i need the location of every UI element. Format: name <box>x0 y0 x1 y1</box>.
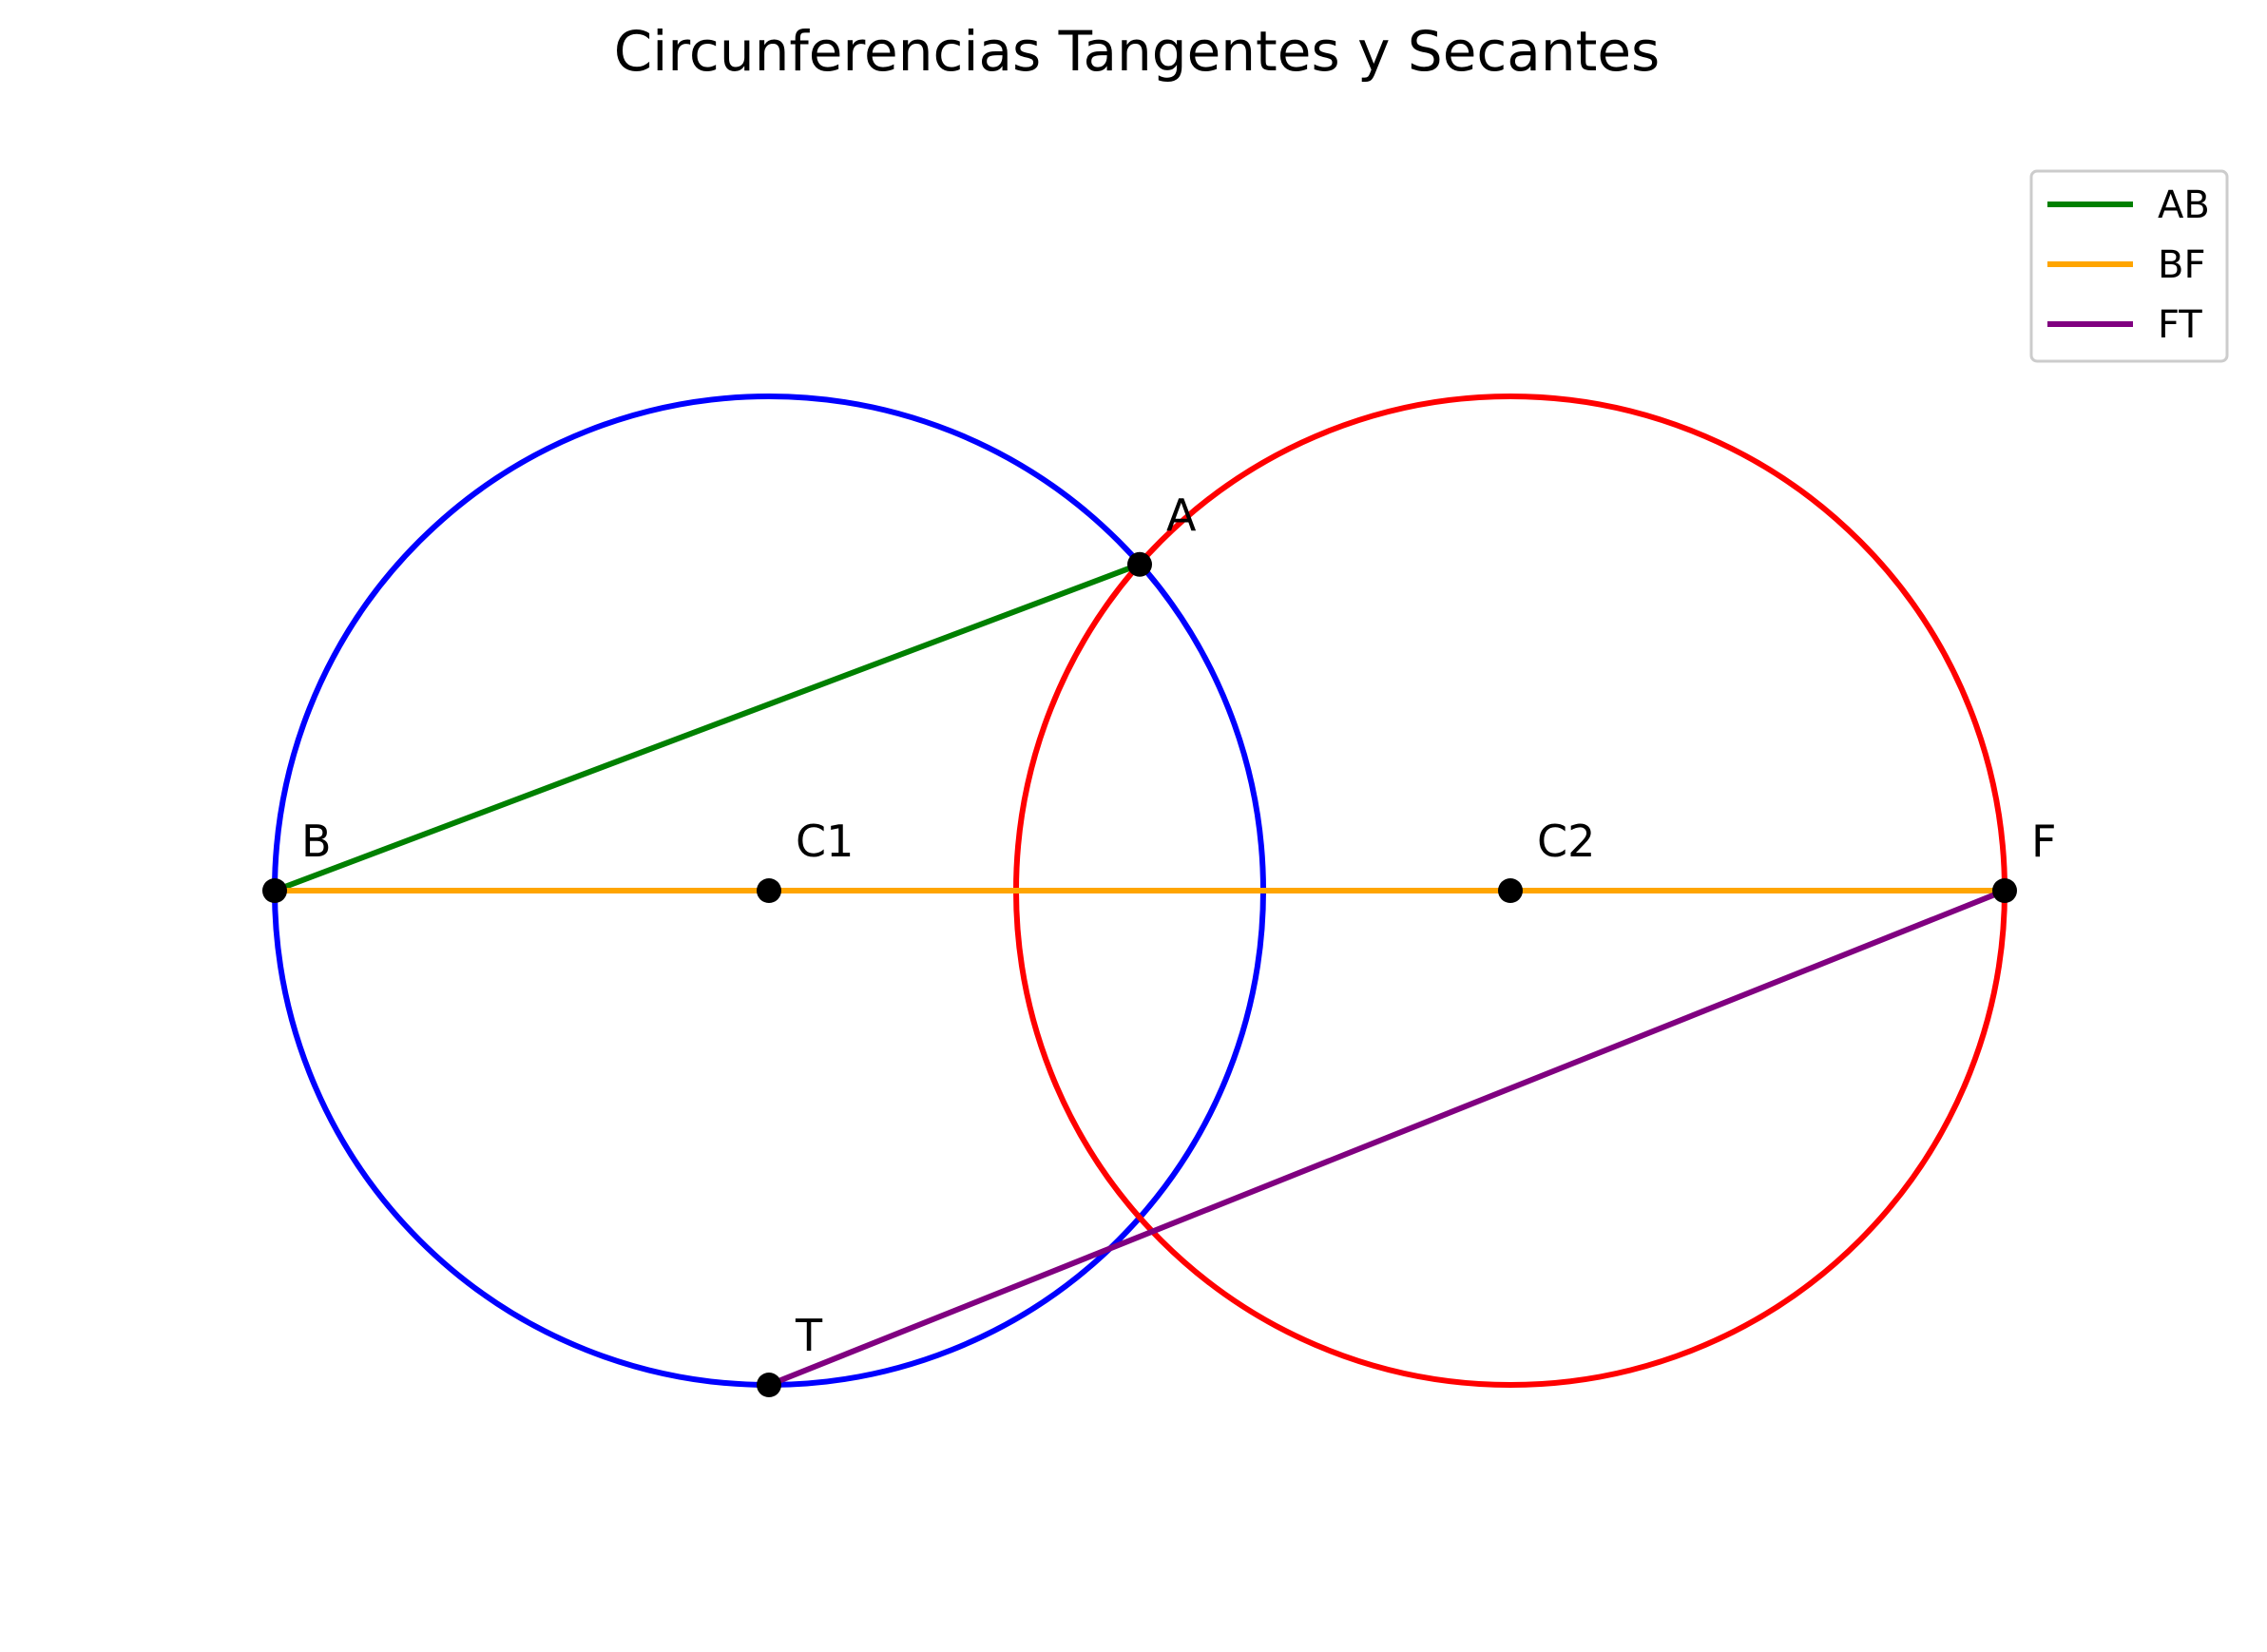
point-A <box>1127 551 1152 577</box>
point-T <box>757 1373 781 1397</box>
point-label-C2: C2 <box>1537 816 1595 867</box>
diagram-title: Circunferencias Tangentes y Secantes <box>614 19 1660 84</box>
points-layer <box>262 551 2017 1397</box>
legend: AB BF FT <box>2029 169 2229 363</box>
point-C1 <box>757 878 781 903</box>
point-label-T: T <box>795 1310 823 1361</box>
segment-FT <box>765 887 2008 1389</box>
legend-label-FT: FT <box>2158 303 2202 347</box>
point-label-B: B <box>301 816 332 867</box>
point-labels-layer: A B C1 C2 F T <box>301 490 2056 1361</box>
legend-label-BF: BF <box>2158 243 2205 287</box>
point-label-C1: C1 <box>796 816 854 867</box>
point-F <box>1992 878 2017 903</box>
point-label-F: F <box>2031 816 2056 867</box>
point-C2 <box>1498 878 1523 903</box>
legend-label-AB: AB <box>2158 183 2210 227</box>
legend-items: AB BF FT <box>2047 183 2210 347</box>
segments-layer <box>271 560 2008 1389</box>
segment-AB <box>271 560 1143 894</box>
point-label-A: A <box>1166 490 1197 541</box>
point-B <box>262 878 287 903</box>
